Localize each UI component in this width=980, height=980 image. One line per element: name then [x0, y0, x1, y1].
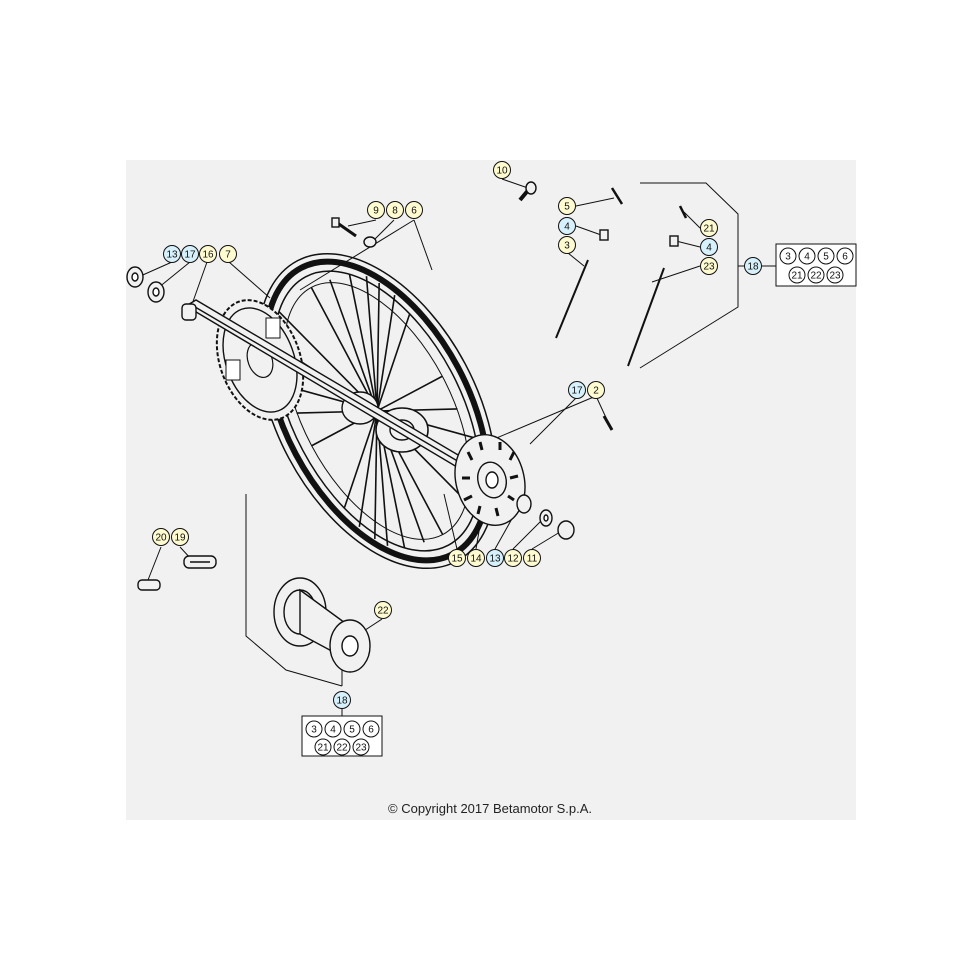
kit-right-item-circle	[807, 266, 825, 284]
callout-c8-circle	[386, 201, 404, 219]
callout-c4a-circle	[558, 217, 576, 235]
kit-bottom-item: 4	[330, 725, 336, 736]
sprocket-nut	[363, 236, 377, 248]
callout-c17a: 17	[184, 250, 196, 261]
kit-right-item: 23	[829, 271, 841, 282]
copyright: © Copyright 2017 Betamotor S.p.A.	[388, 801, 592, 816]
kit-bottom-item: 23	[355, 743, 367, 754]
callout-c18a: 18	[747, 262, 759, 273]
nipple	[599, 229, 609, 241]
kit-bottom-item-circle	[314, 738, 332, 756]
kit-bottom-item: 5	[349, 725, 355, 736]
callout-c16: 16	[202, 250, 214, 261]
callout-c11-circle	[523, 549, 541, 567]
callout-c2-circle	[587, 381, 605, 399]
callout-c3-circle	[558, 236, 576, 254]
callout-c6-circle	[405, 201, 423, 219]
spoke-part	[555, 259, 589, 339]
callout-c14-circle	[467, 549, 485, 567]
wheel-hub	[273, 577, 371, 673]
callout-c18a-circle	[744, 257, 762, 275]
callout-c21-circle	[700, 219, 718, 237]
callout-c9: 9	[373, 206, 379, 217]
callout-c23: 23	[703, 262, 715, 273]
callout-c20-circle	[152, 528, 170, 546]
kit-bottom-item-circle	[343, 720, 361, 738]
callout-c10-circle	[493, 161, 511, 179]
callout-c5-circle	[558, 197, 576, 215]
callout-c4b-circle	[700, 238, 718, 256]
callout-c18b: 18	[336, 696, 348, 707]
spacer-left	[181, 303, 197, 321]
callout-c5: 5	[564, 202, 570, 213]
kit-right-item: 3	[785, 252, 791, 263]
callout-c19: 19	[174, 533, 186, 544]
callout-c14: 14	[470, 554, 482, 565]
brake-disc	[454, 434, 526, 526]
callout-c2: 2	[593, 386, 599, 397]
callout-c17b-circle	[568, 381, 586, 399]
callout-c13b: 13	[489, 554, 501, 565]
callout-c20: 20	[155, 533, 167, 544]
callout-c17b: 17	[571, 386, 583, 397]
callout-c9-circle	[367, 201, 385, 219]
callout-c19-circle	[171, 528, 189, 546]
callout-c13a: 13	[166, 250, 178, 261]
callout-c15-circle	[448, 549, 466, 567]
kit-right-item-circle	[826, 266, 844, 284]
kit-right-item: 6	[842, 252, 848, 263]
callout-c17a-circle	[181, 245, 199, 263]
callout-c15: 15	[451, 554, 463, 565]
kit-right-item-circle	[788, 266, 806, 284]
kit-bottom-item: 22	[336, 743, 348, 754]
callout-c12-circle	[504, 549, 522, 567]
callout-c22: 22	[377, 606, 389, 617]
kit-bottom-item-circle	[305, 720, 323, 738]
rear-sprocket	[215, 299, 305, 421]
callout-c7: 7	[225, 250, 231, 261]
kit-bottom-item: 3	[311, 725, 317, 736]
callout-c22-circle	[374, 601, 392, 619]
kit-bottom-item: 6	[368, 725, 374, 736]
callout-c21: 21	[703, 224, 715, 235]
callout-c23-circle	[700, 257, 718, 275]
kit-right-item: 22	[810, 271, 822, 282]
callout-c6: 6	[411, 206, 417, 217]
callout-c11: 11	[527, 554, 538, 565]
axle-nut	[557, 520, 575, 540]
callout-c16-circle	[199, 245, 217, 263]
kit-bottom-item: 21	[317, 743, 329, 754]
small-parts	[126, 181, 688, 591]
kit-bottom-item-circle	[362, 720, 380, 738]
callout-c4a: 4	[564, 222, 570, 233]
callout-c13a-circle	[163, 245, 181, 263]
callout-c10: 10	[496, 166, 508, 177]
kit-boxes	[301, 243, 857, 757]
callout-c4b: 4	[706, 243, 712, 254]
callout-c8: 8	[392, 206, 398, 217]
callout-c7-circle	[219, 245, 237, 263]
callout-c13b-circle	[486, 549, 504, 567]
kit-right-item-circle	[779, 247, 797, 265]
callout-c3: 3	[564, 241, 570, 252]
sprocket-bolt	[331, 217, 340, 228]
chain-links	[137, 555, 217, 591]
kit-right-item-circle	[836, 247, 854, 265]
kit-bottom-item-circle	[333, 738, 351, 756]
kit-bottom-item-circle	[352, 738, 370, 756]
kit-right-item: 21	[791, 271, 803, 282]
kit-right-item: 4	[804, 252, 810, 263]
callout-c12: 12	[507, 554, 519, 565]
disc-bolt	[602, 415, 614, 431]
kit-bottom-item-circle	[324, 720, 342, 738]
kit-right-item-circle	[798, 247, 816, 265]
kit-right-item-circle	[817, 247, 835, 265]
kit-right-item: 5	[823, 252, 829, 263]
callout-c18b-circle	[333, 691, 351, 709]
